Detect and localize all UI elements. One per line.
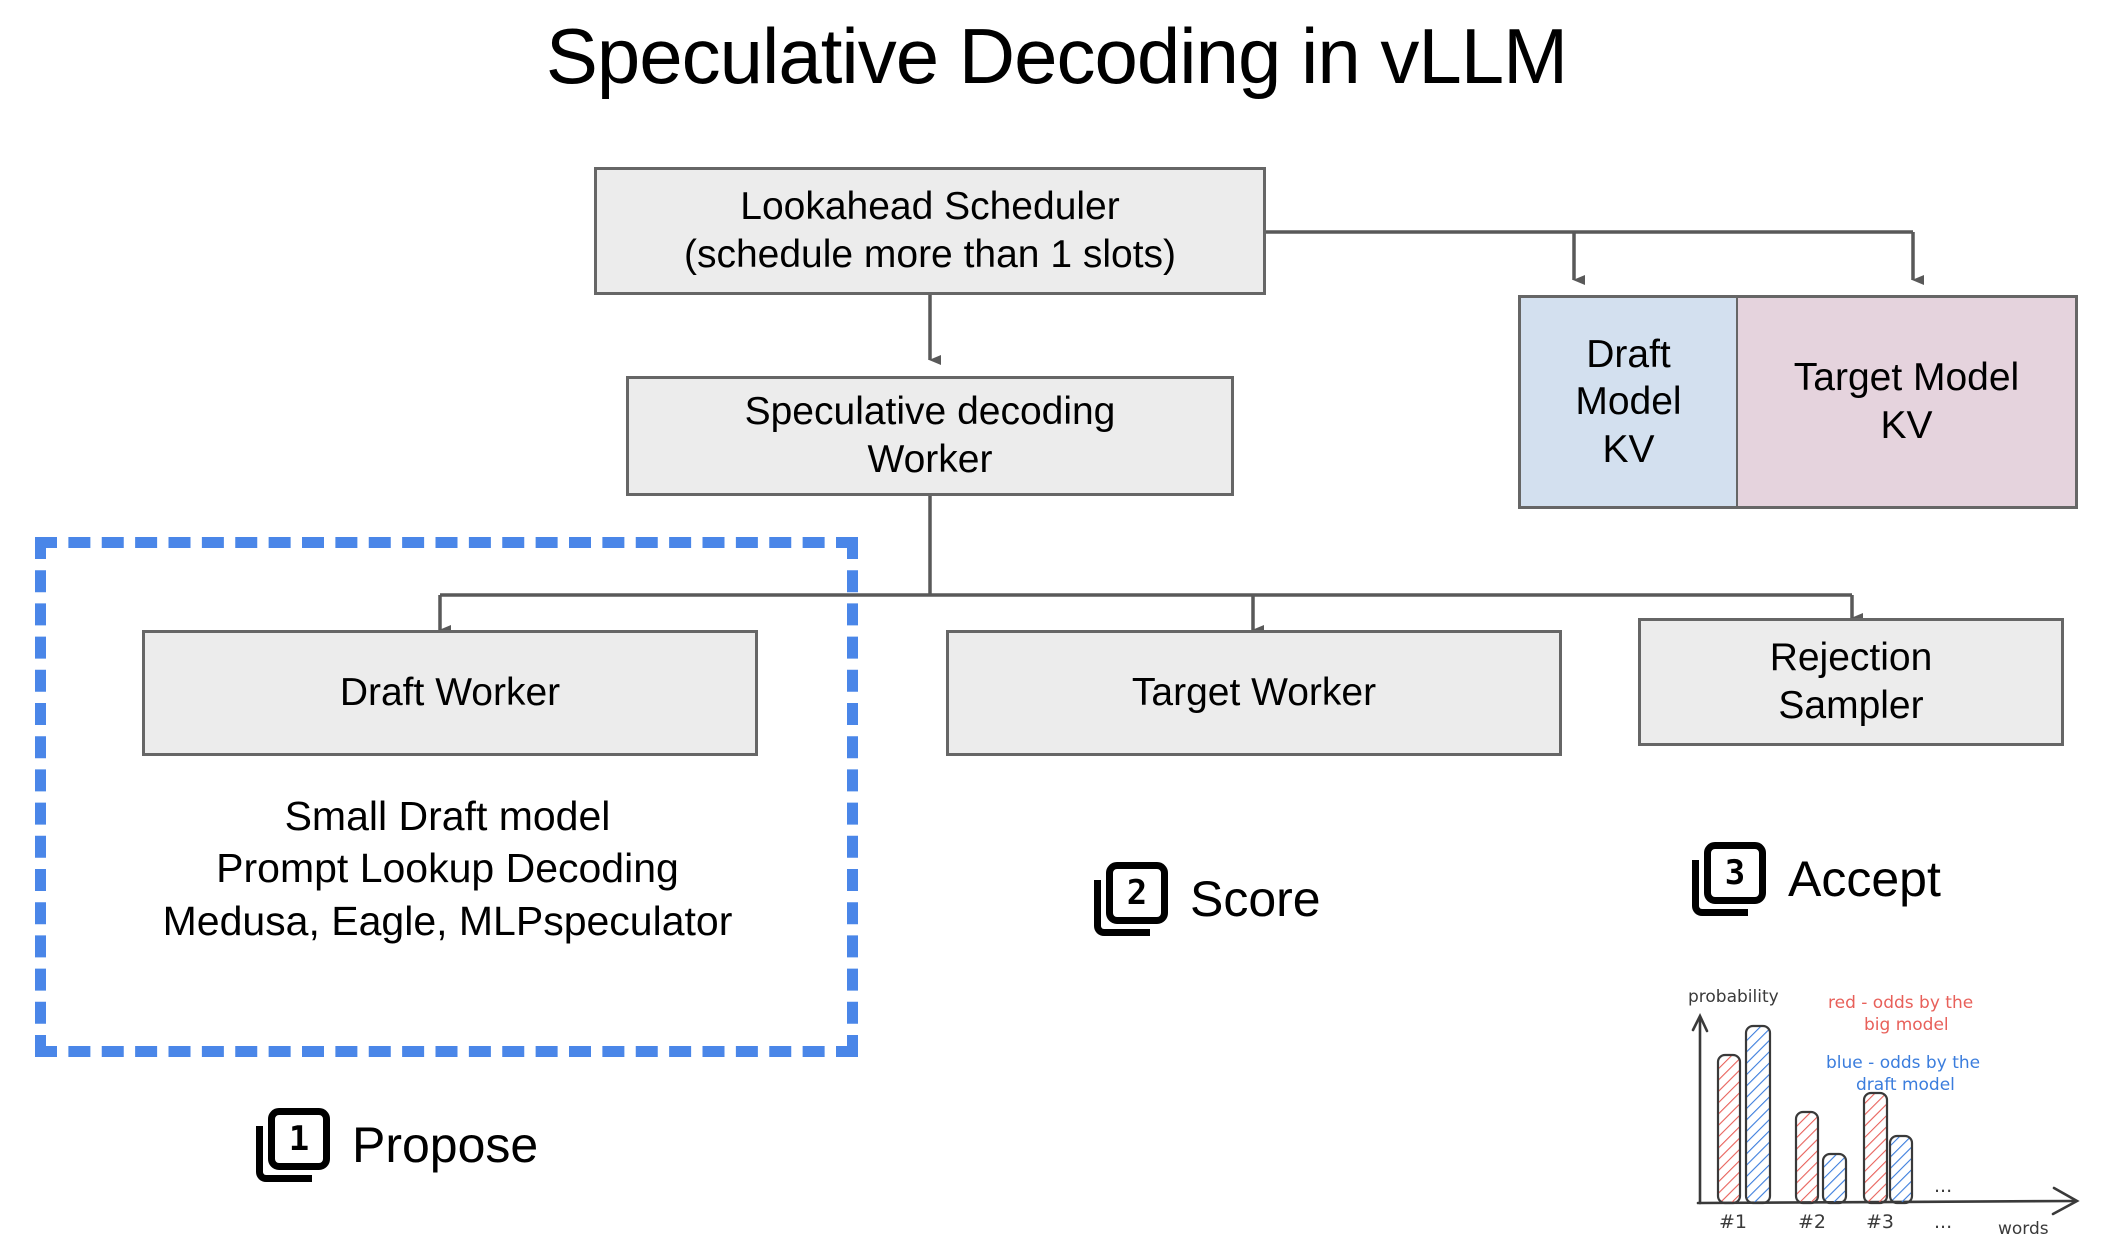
node-target-model-kv[interactable]: Target Model KV [1736,295,2078,509]
chart-bar-red-1 [1716,1053,1742,1205]
chart-bar-blue-3 [1888,1134,1914,1205]
chart-tick-3: #3 [1866,1211,1894,1233]
node-target-worker[interactable]: Target Worker [946,630,1562,756]
draft-kv-line-1: Draft [1586,332,1671,376]
chart-bar-red-3 [1862,1091,1889,1205]
draft-note-line-3: Medusa, Eagle, MLPspeculator [162,897,733,944]
step-number-icon: 3 [1692,842,1766,916]
chart-y-arrowhead [1691,1013,1709,1033]
chart-tick-1: #1 [1719,1211,1747,1233]
propose-highlight-region [35,537,858,1057]
node-speculative-decoding-worker[interactable]: Speculative decoding Worker [626,376,1234,496]
chart-bar-blue-1 [1744,1024,1772,1205]
spec-worker-line-1: Speculative decoding [744,390,1116,434]
rejection-line-1: Rejection [1769,636,1933,680]
step-2-score[interactable]: 2 Score [1094,862,1321,936]
step-3-accept[interactable]: 3 Accept [1692,842,1941,916]
draft-kv-line-3: KV [1602,427,1655,471]
step-badge-back-layer [256,1126,312,1182]
draft-worker-notes: Small Draft model Prompt Lookup Decoding… [60,790,835,947]
node-draft-worker[interactable]: Draft Worker [142,630,758,756]
step-3-label: Accept [1788,851,1941,907]
chart-tick-ellipsis-lower: ... [1934,1211,1952,1233]
node-rejection-sampler[interactable]: Rejection Sampler [1638,618,2064,746]
scheduler-line-1: Lookahead Scheduler [740,185,1120,229]
rejection-line-2: Sampler [1778,684,1924,727]
step-number-1: 1 [268,1108,330,1170]
step-number-icon: 1 [256,1108,330,1182]
step-1-propose[interactable]: 1 Propose [256,1108,538,1182]
chart-tick-2: #2 [1798,1211,1826,1233]
chart-legend-red-line-2: big model [1864,1015,1949,1035]
target-kv-line-2: KV [1880,404,1933,447]
target-kv-line-1: Target Model [1793,356,2020,400]
chart-bar-group-3 [1862,1091,1914,1205]
chart-legend-blue-line-1: blue - odds by the [1826,1053,1980,1073]
page-title: Speculative Decoding in vLLM [545,12,1568,100]
step-badge-back-layer [1094,880,1150,936]
chart-legend-blue-line-2: draft model [1856,1075,1955,1095]
step-number-2: 2 [1106,862,1168,924]
target-worker-label: Target Worker [1131,671,1377,715]
draft-worker-label: Draft Worker [339,671,561,715]
draft-note-line-2: Prompt Lookup Decoding [216,845,679,892]
chart-x-arrowhead [2051,1186,2080,1216]
chart-bar-red-2 [1794,1110,1820,1205]
chart-bar-group-1 [1716,1024,1772,1205]
chart-legend-red-line-1: red - odds by the [1828,993,1973,1013]
step-number-3: 3 [1704,842,1766,904]
accept-probability-chart: probability words #1 #2 #3 ... ... red -… [1688,987,2080,1239]
scheduler-line-2: (schedule more than 1 slots) [683,233,1177,276]
node-draft-model-kv[interactable]: Draft Model KV [1518,295,1738,509]
draft-kv-line-2: Model [1575,380,1682,424]
step-1-label: Propose [352,1117,539,1173]
spec-worker-line-2: Worker [867,438,993,481]
chart-xlabel: words [1998,1219,2049,1239]
chart-ellipsis-upper: ... [1934,1175,1952,1197]
chart-bar-blue-2 [1821,1152,1848,1205]
chart-bar-group-2 [1794,1110,1848,1205]
step-badge-back-layer [1692,860,1748,916]
draft-note-line-1: Small Draft model [284,793,611,839]
step-number-icon: 2 [1094,862,1168,936]
step-2-label: Score [1190,871,1321,927]
node-lookahead-scheduler[interactable]: Lookahead Scheduler (schedule more than … [594,167,1266,295]
chart-ylabel: probability [1688,987,1779,1007]
